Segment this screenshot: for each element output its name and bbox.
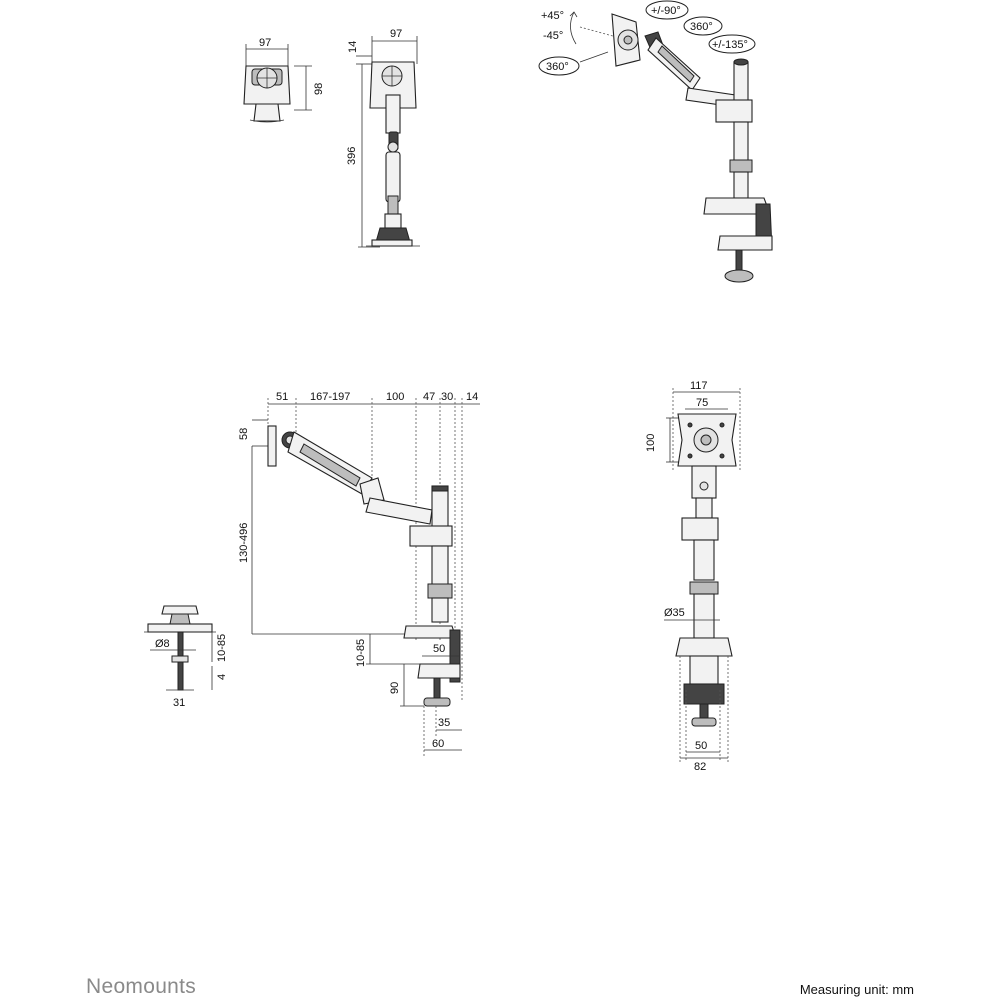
isometric-view: +45° -45° 360° +/-90° 360° +/-135° [538, 0, 773, 283]
top-height-label: 98 [313, 83, 325, 95]
rotate-arm-label: 360° [690, 21, 713, 33]
side-height-label: 396 [346, 147, 358, 165]
front-dim-100: 100 [386, 391, 404, 403]
grommet-view: Ø8 10-85 4 31 [144, 605, 228, 709]
front-dim-47: 47 [423, 391, 435, 403]
tilt-up-label: +45° [541, 10, 564, 22]
front-dim-14: 14 [466, 391, 478, 403]
front-clamp-depth-label: 90 [389, 682, 401, 694]
side-width-label: 97 [390, 28, 402, 40]
tilt-down-label: -45° [543, 30, 563, 42]
top-view-small: 97 98 [243, 37, 325, 123]
front-plate-label: 58 [238, 428, 250, 440]
front-clamp-w1-label: 50 [433, 643, 445, 655]
grommet-thick-label: 4 [216, 674, 228, 680]
swivel-head-label: +/-90° [651, 5, 681, 17]
grommet-width-label: 31 [173, 697, 185, 709]
front-dim-30: 30 [441, 391, 453, 403]
front-view: 51 167-197 100 47 30 14 58 130-496 [238, 391, 480, 756]
back-pole-label: Ø35 [664, 607, 685, 619]
grommet-desk-range-label: 10-85 [216, 634, 228, 662]
front-desk-range-label: 10-85 [355, 639, 367, 667]
back-view: 117 75 100 Ø35 50 [645, 380, 741, 773]
front-height-range-label: 130-496 [238, 523, 250, 563]
side-view: 97 14 396 [346, 28, 420, 248]
front-dim-51: 51 [276, 391, 288, 403]
front-dim-167-197: 167-197 [310, 391, 350, 403]
back-clamp-w2-label: 82 [694, 761, 706, 773]
back-clamp-w1-label: 50 [695, 740, 707, 752]
side-top-offset-label: 14 [347, 41, 359, 53]
back-vesa-w-label: 75 [696, 397, 708, 409]
measuring-unit-label: Measuring unit: mm [799, 982, 914, 997]
front-clamp-w2-label: 35 [438, 717, 450, 729]
grommet-diameter-label: Ø8 [155, 638, 170, 650]
back-vesa-h-label: 100 [645, 434, 657, 452]
rotate-screen-label: 360° [546, 61, 569, 73]
back-width-outer-label: 117 [690, 380, 708, 392]
front-clamp-w3-label: 60 [432, 738, 444, 750]
brand-logo: Neomounts [86, 975, 197, 998]
top-width-label: 97 [259, 37, 271, 49]
swivel-base-label: +/-135° [712, 39, 748, 51]
